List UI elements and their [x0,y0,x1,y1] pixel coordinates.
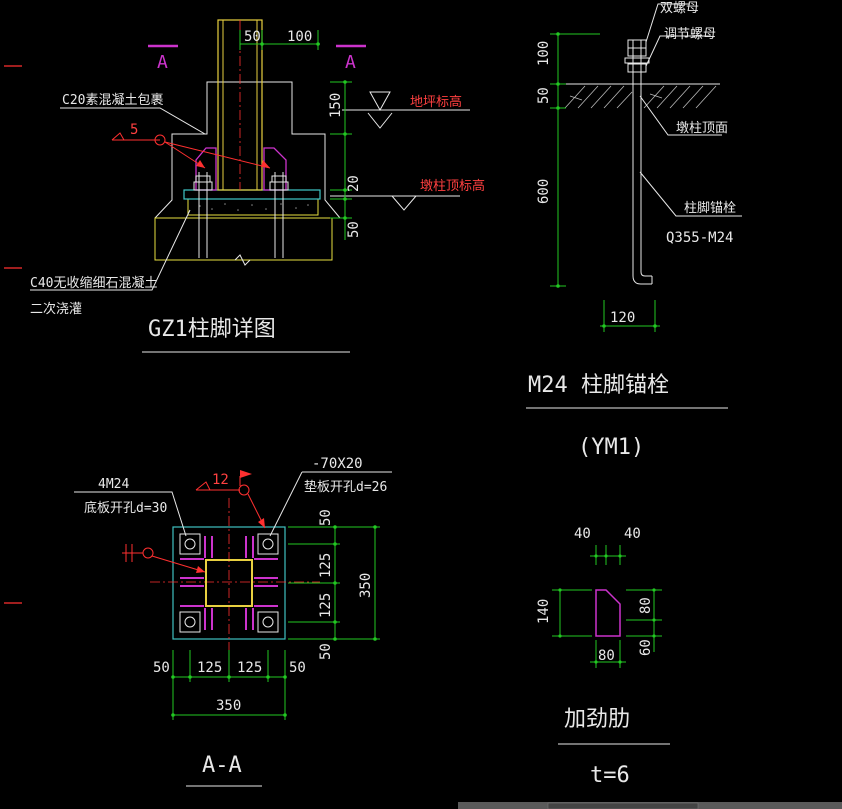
aa-dim-right-4: 50 [318,643,334,660]
aa-weld-size: 12 [212,472,229,488]
ground-hatch [564,85,717,109]
gz1-title: GZ1柱脚详图 [148,317,276,342]
label-secondary-pour: 二次浇灌 [30,301,82,317]
aa-dim-bottom-3: 125 [237,660,262,676]
label-anchor-spec: Q355-M24 [666,230,733,246]
gz1-dim-50: 50 [346,221,362,238]
break-line [234,254,251,266]
label-4m24: 4M24 [98,477,129,492]
stiffener-dim-left: 140 [536,599,552,624]
section-mark-right: A [345,52,356,73]
gz1-detail: 50 100 150 20 50 A A C20素混凝土包裹 地坪标高 墩柱顶标… [30,19,485,353]
aa-dim-right-1: 50 [318,509,334,526]
label-anchor-bolt: 柱脚锚栓 [684,200,736,216]
gz1-weld-size: 5 [130,122,138,138]
bottom-strip [458,802,842,809]
anchor-detail: 100 50 600 120 双螺母 调节螺母 墩柱顶面 柱脚锚栓 Q355-M… [526,1,742,460]
stiffener-dim-right-a: 80 [638,597,654,614]
gz1-dim-col-100: 100 [287,29,312,45]
aa-title: A-A [202,753,242,778]
label-washer-plate: -70X20 [312,456,363,472]
stiffener-right [263,147,287,191]
stiffener-dim-top-b: 40 [624,526,641,542]
nuts [624,39,650,73]
gz1-dimensions [239,30,352,240]
stiffener-title: 加劲肋 [564,707,630,732]
label-c20-encasement: C20素混凝土包裹 [62,92,163,108]
section-aa: 50 125 125 50 350 50 125 125 50 350 4M24… [74,456,392,787]
label-double-nut: 双螺母 [660,1,699,16]
aa-dim-bottom-total: 350 [216,698,241,714]
aa-dim-bottom-1: 50 [153,660,170,676]
anchor-dim-50: 50 [536,87,552,104]
anchor-dim-600: 600 [536,179,552,204]
stiffener-detail: 40 40 140 80 60 80 加劲肋 t=6 [536,526,670,788]
anchor-dim-100: 100 [536,41,552,66]
label-adjust-nut: 调节螺母 [664,27,716,42]
anchor-subtitle: (YM1) [578,435,644,460]
gz1-dim-col-50: 50 [244,29,261,45]
aa-dim-right-total: 350 [358,573,374,598]
anchor-bolts-elevation [193,172,289,258]
label-pier-top-elevation: 墩柱顶标高 [420,178,485,194]
label-pier-surface: 墩柱顶面 [676,121,728,136]
encasement-outline [154,81,341,219]
anchor-bolts-plan [179,533,279,633]
stiffener-thickness: t=6 [590,763,630,788]
anchor-title: M24 柱脚锚栓 [528,373,669,398]
label-washer-hole: 垫板开孔d=26 [304,479,387,495]
stiffener-shape [595,589,621,637]
section-mark-left: A [157,52,168,73]
label-plate-hole: 底板开孔d=30 [84,500,167,516]
label-ground-elevation: 地坪标高 [410,94,462,110]
base-plate [183,189,321,200]
pier-block [154,217,333,261]
anchor-dim-120: 120 [610,310,635,326]
column-plan [205,559,253,607]
gz1-dim-150: 150 [328,93,344,118]
anchor-dimensions [550,33,660,332]
gz1-dim-20: 20 [346,175,362,192]
aa-dim-right-3: 125 [318,593,334,618]
aa-dim-bottom-4: 50 [289,660,306,676]
aa-dim-right-2: 125 [318,553,334,578]
stiffener-dim-top-a: 40 [574,526,591,542]
stiffener-dim-right-b: 60 [638,639,654,656]
stiffeners-plan [180,536,278,630]
label-c40-grout: C40无收缩细石混凝土 [30,275,157,291]
stiffener-dim-bottom: 80 [598,648,615,664]
edge-markers [4,65,22,604]
aa-dim-bottom-2: 125 [197,660,222,676]
